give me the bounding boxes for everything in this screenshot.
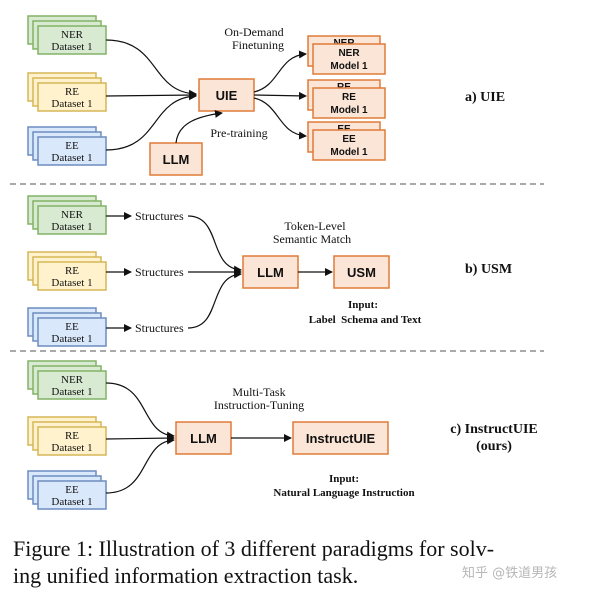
ee-dataset-line2: Dataset 1 <box>51 496 92 508</box>
re-dataset-line2: Dataset 1 <box>51 277 92 289</box>
pretraining-label: Pre-training <box>210 126 267 140</box>
ee-model-line1: EE <box>342 134 356 145</box>
llm-box-a-label: LLM <box>163 152 190 167</box>
arrow-structures3-to-llm <box>187 270 242 329</box>
ee-dataset-line2: Dataset 1 <box>51 333 92 345</box>
section-c-label-2: (ours) <box>476 439 512 454</box>
finetuning-label-1: On-Demand <box>224 25 283 39</box>
usm-input-label-1: Input: <box>348 299 378 311</box>
re-dataset-line1: RE <box>65 265 79 277</box>
usm-input-label-2: Label Schema and Text <box>309 314 422 326</box>
section-uie: NER Dataset 1 RE Dataset 1 EE Dataset 1 … <box>27 15 505 176</box>
ner-model-line1: NER <box>338 48 360 59</box>
section-b-label: b) USM <box>465 262 512 277</box>
re-dataset-line1: RE <box>65 86 79 98</box>
ee-dataset-line2: Dataset 1 <box>51 152 92 164</box>
ee-dataset-line1: EE <box>65 321 79 333</box>
arrow-structures1-to-llm <box>187 215 242 274</box>
re-dataset-line2: Dataset 1 <box>51 442 92 454</box>
section-a-label: a) UIE <box>465 90 505 105</box>
arrow-llm-to-uie <box>175 109 223 144</box>
caption-line-2: ing unified information extraction task. <box>13 563 359 588</box>
ner-dataset-line2: Dataset 1 <box>51 41 92 53</box>
structures-label-1: Structures <box>135 209 184 223</box>
re-dataset-stack-b: RE Dataset 1 <box>27 251 107 291</box>
ner-dataset-stack-a: NER Dataset 1 <box>27 15 107 55</box>
instructuie-input-label-2: Natural Language Instruction <box>273 487 414 499</box>
re-model-stack: RE RE Model 1 <box>307 79 386 119</box>
ner-dataset-line1: NER <box>61 374 84 386</box>
ner-dataset-line2: Dataset 1 <box>51 221 92 233</box>
llm-box-c-label: LLM <box>190 431 217 446</box>
section-usm: NER Dataset 1 RE Dataset 1 EE Dataset 1 … <box>27 195 512 347</box>
arrow-ee-to-uie <box>105 92 197 151</box>
arrow-ee-to-llm-c <box>105 436 175 494</box>
uie-box-label: UIE <box>216 88 238 103</box>
arrow-uie-to-ee-model <box>253 97 307 140</box>
match-label-2: Semantic Match <box>273 232 351 246</box>
arrow-uie-to-ner-model <box>253 50 307 93</box>
ner-model-stack: NER NER Model 1 <box>307 35 386 75</box>
re-dataset-stack-c: RE Dataset 1 <box>27 416 107 456</box>
arrow-re-to-uie <box>105 91 197 100</box>
llm-box-c <box>175 421 232 455</box>
instructuie-box-label: InstructUIE <box>306 431 376 446</box>
re-model-line2: Model 1 <box>330 105 368 116</box>
ee-dataset-stack-b: EE Dataset 1 <box>27 307 107 347</box>
paradigm-diagram: NER Dataset 1 RE Dataset 1 EE Dataset 1 … <box>10 15 544 510</box>
ner-dataset-line1: NER <box>61 29 84 41</box>
arrow-re-to-llm-c <box>105 434 175 443</box>
match-label-1: Token-Level <box>284 219 346 233</box>
finetuning-label-2: Finetuning <box>232 38 284 52</box>
uie-box <box>198 78 255 112</box>
llm-box-b-label: LLM <box>257 265 284 280</box>
arrow-ner-to-llm-c <box>105 382 175 440</box>
tuning-label-2: Instruction-Tuning <box>214 398 304 412</box>
ee-dataset-stack-c: EE Dataset 1 <box>27 470 107 510</box>
instructuie-input-label-1: Input: <box>329 473 359 485</box>
structures-label-2: Structures <box>135 265 184 279</box>
figure-caption: Figure 1: Illustration of 3 different pa… <box>13 535 593 589</box>
section-instructuie: NER Dataset 1 RE Dataset 1 EE Dataset 1 … <box>27 360 538 510</box>
arrow-uie-to-re-model <box>253 91 307 100</box>
watermark: 知乎 @铁道男孩 <box>462 566 558 581</box>
re-dataset-line1: RE <box>65 430 79 442</box>
section-c-label-1: c) InstructUIE <box>450 422 538 437</box>
ee-dataset-line1: EE <box>65 140 79 152</box>
ee-dataset-line1: EE <box>65 484 79 496</box>
re-dataset-line2: Dataset 1 <box>51 98 92 110</box>
usm-box <box>333 255 390 289</box>
re-dataset-stack-a: RE Dataset 1 <box>27 72 107 112</box>
llm-box-a <box>149 142 203 176</box>
ner-model-line2: Model 1 <box>330 61 368 72</box>
tuning-label-1: Multi-Task <box>232 385 285 399</box>
ee-model-stack: EE EE Model 1 <box>307 121 386 161</box>
caption-line-1: Figure 1: Illustration of 3 different pa… <box>13 536 495 561</box>
ner-dataset-stack-b: NER Dataset 1 <box>27 195 107 235</box>
usm-box-label: USM <box>347 265 376 280</box>
ner-dataset-stack-c: NER Dataset 1 <box>27 360 107 400</box>
ner-dataset-line2: Dataset 1 <box>51 386 92 398</box>
ee-dataset-stack-a: EE Dataset 1 <box>27 126 107 166</box>
re-model-line1: RE <box>342 92 356 103</box>
ner-dataset-line1: NER <box>61 209 84 221</box>
structures-label-3: Structures <box>135 321 184 335</box>
ee-model-line2: Model 1 <box>330 147 368 158</box>
instructuie-box <box>292 421 389 455</box>
arrow-ner-to-uie <box>105 39 197 98</box>
